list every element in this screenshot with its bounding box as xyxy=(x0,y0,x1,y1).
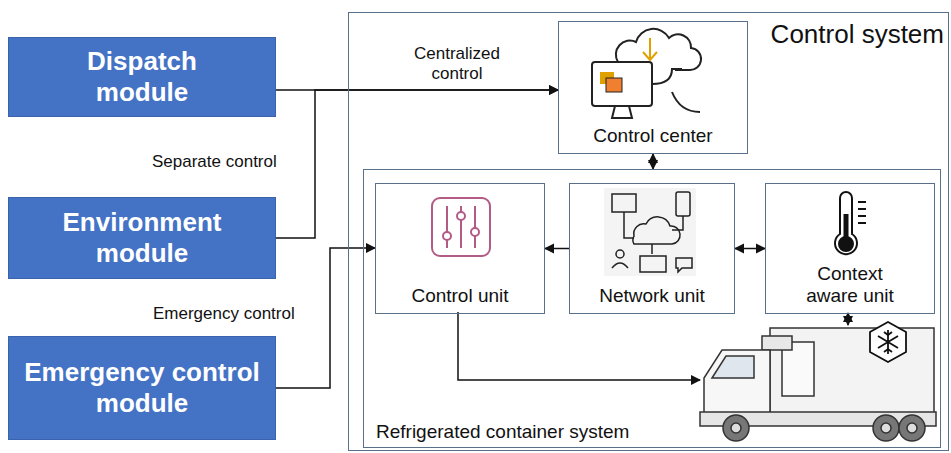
unit-box: Control unit xyxy=(375,183,545,314)
edge-label: Centralized control xyxy=(400,44,514,84)
unit-box: Network unit xyxy=(569,183,735,314)
connector xyxy=(545,248,569,250)
connector xyxy=(652,154,654,169)
edge-label: Emergency control xyxy=(151,304,297,324)
control-center-box: Control center xyxy=(558,21,748,154)
module-box: Emergency control module xyxy=(8,336,276,440)
snowflake-badge xyxy=(870,322,906,362)
node-label: Context aware unit xyxy=(790,263,910,307)
control-center-icon xyxy=(592,29,701,118)
unit-box: Context aware unit xyxy=(765,183,935,314)
sensor-line xyxy=(847,313,849,325)
node-label: Dispatch module xyxy=(42,46,242,108)
node-label: Control center xyxy=(593,125,712,147)
frame-heading: Control system xyxy=(771,19,944,50)
node-label: Control unit xyxy=(411,285,508,307)
module-box: Environment module xyxy=(8,197,276,279)
container-frame: Refrigerated container system Control uni… xyxy=(363,169,941,448)
connector xyxy=(276,90,558,238)
module-box: Dispatch module xyxy=(8,37,276,117)
node-label: Environment module xyxy=(42,207,242,269)
node-label: Network unit xyxy=(599,285,705,307)
slider-icon xyxy=(432,198,490,256)
thermometer-icon xyxy=(835,192,866,254)
connector xyxy=(735,248,765,250)
network-icon xyxy=(604,188,696,276)
edge-label: Separate control xyxy=(150,152,279,172)
frame-heading: Refrigerated container system xyxy=(376,421,629,443)
control-line xyxy=(458,312,700,380)
node-label: Emergency control module xyxy=(11,357,273,419)
